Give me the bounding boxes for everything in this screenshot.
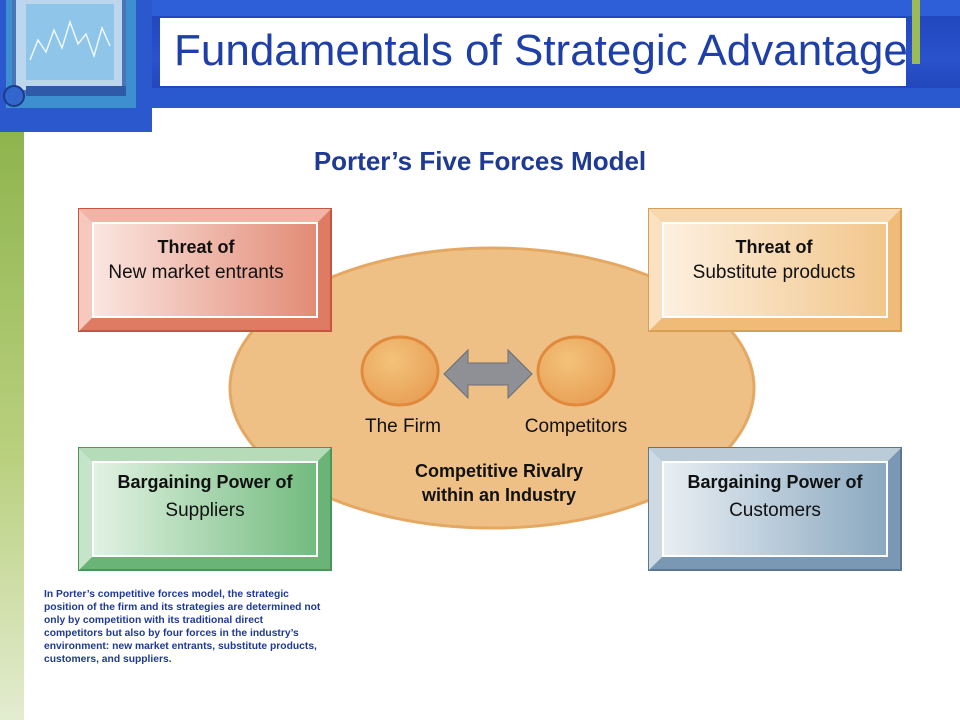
new-entrants-line2: New market entrants: [108, 262, 283, 283]
header-top-stripe: [152, 0, 960, 16]
rivalry-line1: Competitive Rivalry: [415, 461, 583, 481]
substitutes-line2: Substitute products: [693, 262, 856, 283]
industry-ellipse: [228, 246, 756, 530]
competitors-label: Competitors: [525, 416, 627, 437]
competitors-circle: [536, 335, 616, 407]
firm-circle: [360, 335, 440, 407]
left-blue-bar: [0, 108, 152, 132]
accent-bar: [912, 0, 920, 64]
left-green-bar: [0, 132, 24, 720]
box-substitutes: Threat of Substitute products: [648, 208, 902, 332]
title-area: [160, 18, 906, 86]
firm-label: The Firm: [365, 416, 441, 437]
new-entrants-line1: Threat of: [157, 237, 235, 257]
suppliers-line2: Suppliers: [165, 500, 244, 521]
suppliers-line1: Bargaining Power of: [117, 472, 293, 492]
box-new-entrants: Threat of New market entrants: [78, 208, 332, 332]
rivalry-line2: within an Industry: [421, 485, 576, 505]
diagram-title: Porter’s Five Forces Model: [313, 146, 647, 176]
customers-line1: Bargaining Power of: [687, 472, 863, 492]
double-arrow-icon: [443, 348, 533, 400]
caption-text: In Porter’s competitive forces model, th…: [44, 589, 321, 666]
customers-line2: Customers: [729, 500, 821, 521]
substitutes-line1: Threat of: [735, 237, 813, 257]
computer-monitor-image: [0, 0, 152, 132]
header-bottom-stripe: [152, 88, 960, 108]
slide-title: Fundamentals of Strategic Advantage: [174, 26, 908, 75]
five-forces-diagram: Threat of New market entrants Threat of …: [78, 208, 902, 571]
box-customers: Bargaining Power of Customers: [648, 447, 902, 571]
box-suppliers: Bargaining Power of Suppliers: [78, 447, 332, 571]
